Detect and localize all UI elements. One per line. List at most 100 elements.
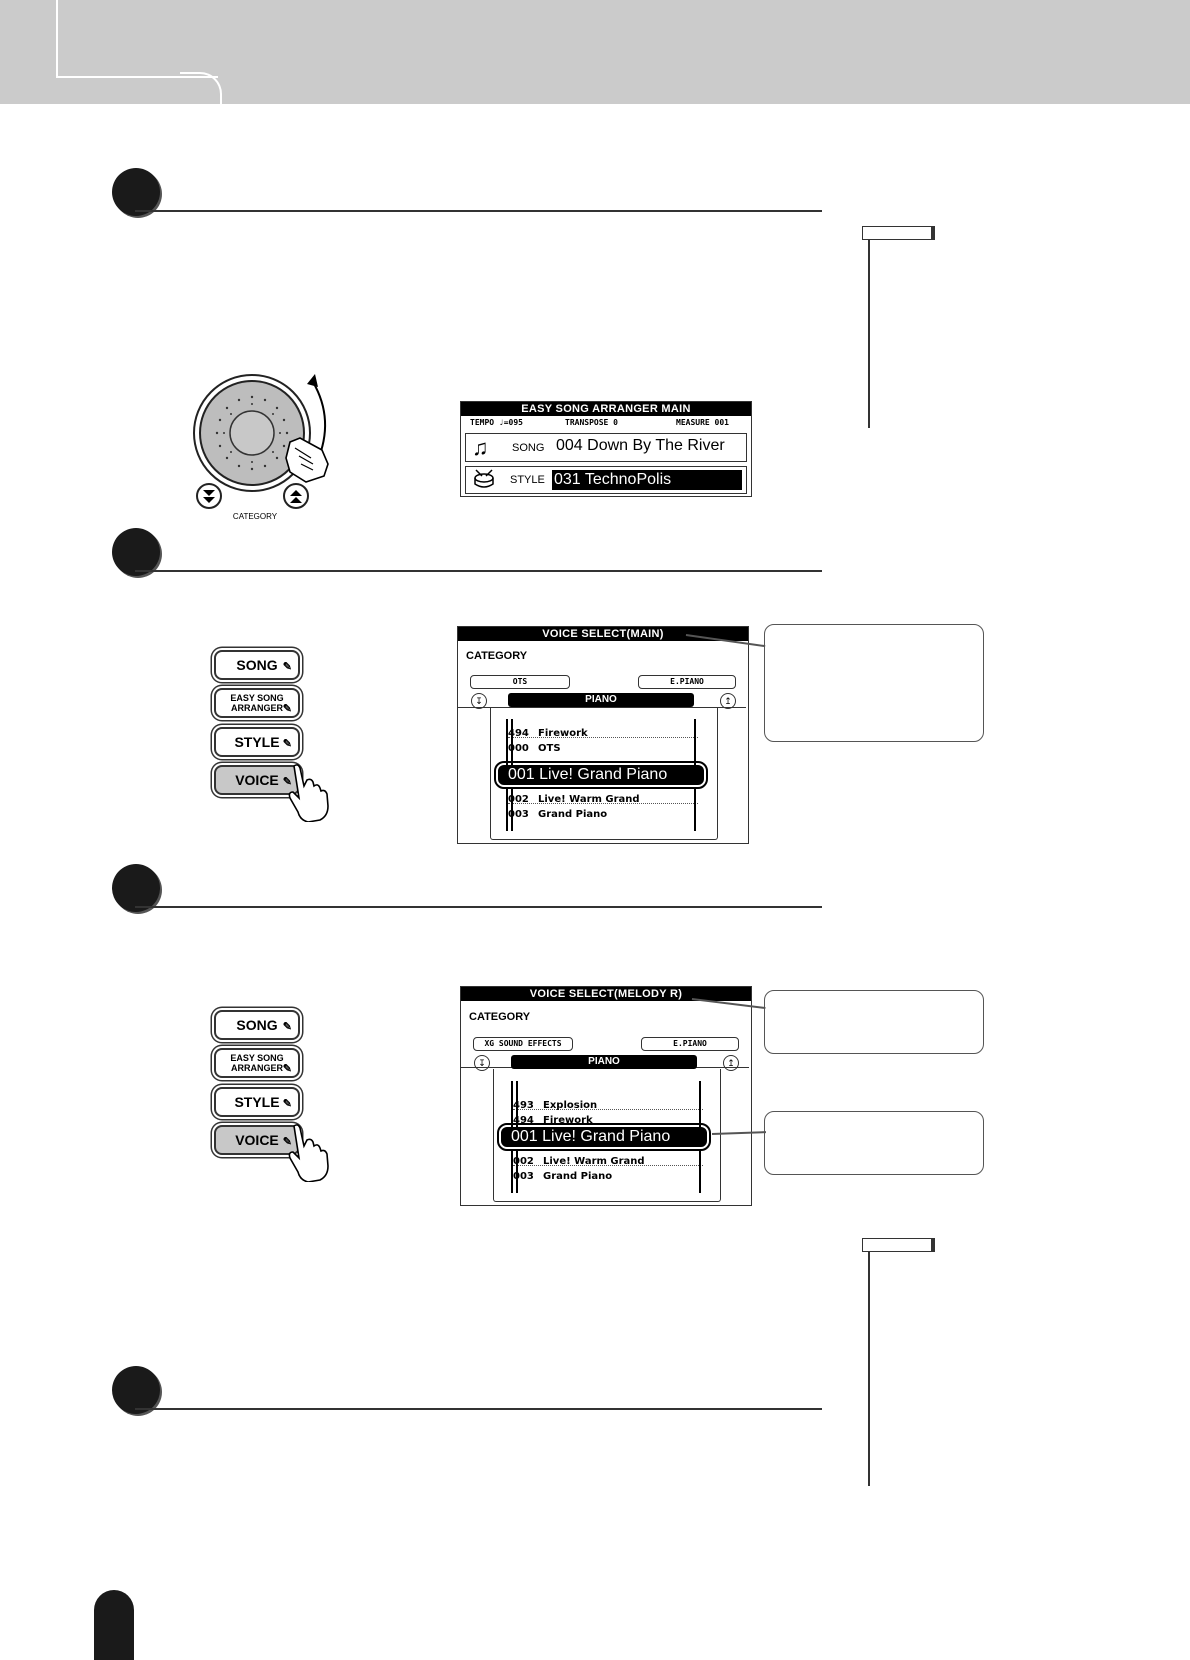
display-voice-select-main: VOICE SELECT(MAIN) CATEGORY OTS E.PIANO … [457,626,749,844]
song-row: ♫ SONG 004 Down By The River [465,433,747,462]
pencil-icon: ✎ [282,776,292,788]
current-category: PIANO [508,693,694,707]
note-line-2 [868,1252,870,1486]
pencil-icon: ✎ [282,1136,292,1148]
transpose-readout: TRANSPOSE 0 [565,418,618,427]
voice-list [490,707,718,840]
style-value: 031 TechnoPolis [552,470,742,490]
song-button-label: SONG [236,1017,278,1033]
prev-category: XG SOUND EFFECTS [473,1037,573,1051]
drum-icon [472,468,496,490]
note-tab-2 [862,1238,935,1252]
pencil-icon: ✎ [282,661,292,673]
song-button-label: SONG [236,657,278,673]
category-up-icon: ↥ [720,693,736,709]
song-value: 004 Down By The River [556,437,725,454]
style-button[interactable]: STYLE✎ [214,727,300,757]
next-category: E.PIANO [638,675,736,689]
pencil-icon: ✎ [282,703,292,715]
pencil-icon: ✎ [282,1063,292,1075]
dial-illustration [185,370,355,515]
step-marker-3 [112,864,160,912]
header-tab-curve [180,72,222,106]
pointing-hand-icon [282,1122,332,1183]
style-button[interactable]: STYLE✎ [214,1087,300,1117]
category-up-icon: ↥ [723,1055,739,1071]
easy-song-label-2: ARRANGER [230,703,283,713]
style-button-label: STYLE [234,734,280,750]
step-rule-3 [135,906,822,908]
easy-song-label-1: EASY SONG [230,1053,284,1063]
step-marker-4 [112,1366,160,1414]
pencil-icon: ✎ [282,1098,292,1110]
voice-button-label: VOICE [235,1132,279,1148]
next-category: E.PIANO [641,1037,739,1051]
pencil-icon: ✎ [282,738,292,750]
voice-button-label: VOICE [235,772,279,788]
easy-song-label-2: ARRANGER [230,1063,283,1073]
scroll-mark [511,1081,518,1127]
scroll-mark [694,719,699,765]
song-button[interactable]: SONG ✎ [214,650,300,680]
selected-voice: 001 Live! Grand Piano [494,761,708,789]
measure-readout: MEASURE 001 [676,418,729,427]
song-button[interactable]: SONG ✎ [214,1010,300,1040]
music-note-icon: ♫ [472,435,489,460]
selected-voice: 001 Live! Grand Piano [497,1123,711,1151]
display-title: VOICE SELECT(MAIN) [458,627,748,641]
step-marker-2 [112,528,160,576]
note-tab-1 [862,226,935,240]
callout-box [764,990,984,1054]
step-rule-4 [135,1408,822,1410]
scroll-mark [699,1149,704,1193]
easy-song-label-1: EASY SONG [230,693,284,703]
tempo-readout: TEMPO ♩=095 [470,418,523,427]
style-row: STYLE 031 TechnoPolis [465,466,747,494]
scroll-mark [699,1081,704,1127]
scroll-mark [506,787,513,831]
category-panel [458,641,746,708]
prev-category: OTS [470,675,570,689]
callout-box [764,1111,984,1175]
display-voice-select-melody: VOICE SELECT(MELODY R) CATEGORY XG SOUND… [460,986,752,1206]
step-rule-1 [135,210,822,212]
category-label: CATEGORY [232,512,278,521]
voice-button[interactable]: VOICE✎ [214,1125,300,1155]
pencil-icon: ✎ [282,1021,292,1033]
category-heading: CATEGORY [466,650,528,662]
scroll-mark [506,719,513,765]
voice-list [493,1069,721,1202]
voice-button[interactable]: VOICE✎ [214,765,300,795]
current-category: PIANO [511,1055,697,1069]
song-label: SONG [512,442,545,454]
scroll-mark [694,787,699,831]
style-label: STYLE [510,474,545,486]
step-rule-2 [135,570,822,572]
note-line-1 [868,240,870,428]
page-number-tab [94,1590,134,1660]
display-easy-song-arranger: EASY SONG ARRANGER MAIN TEMPO ♩=095 TRAN… [460,401,752,497]
category-down-icon: ↧ [471,693,487,709]
header-tab-outline [56,0,218,78]
category-heading: CATEGORY [469,1011,531,1023]
display-title: EASY SONG ARRANGER MAIN [461,402,751,416]
scroll-mark [511,1149,518,1193]
step-marker-1 [112,168,160,216]
callout-box [764,624,984,742]
category-down-icon: ↧ [474,1055,490,1071]
pointing-hand-icon [282,762,332,823]
style-button-label: STYLE [234,1094,280,1110]
